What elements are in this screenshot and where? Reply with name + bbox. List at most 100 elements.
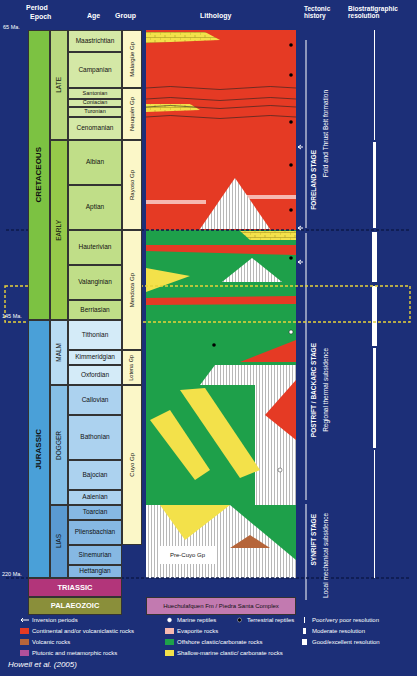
cell-text: Hettangian — [79, 568, 110, 575]
cell-text: Bajocian — [83, 472, 108, 479]
legend-text: Plutonic and metamorphic rocks — [32, 650, 117, 656]
tectonic-text: Local mechanical subsidence — [322, 513, 329, 598]
legend-text: Volcanic rocks — [32, 639, 70, 645]
group-cell: Huechulafquen Fm / Piedra Santa Complex — [146, 597, 296, 615]
cell-text: Aptian — [86, 204, 104, 211]
cell-text: Neuquén Gp — [129, 97, 135, 131]
cell-text: Tithonian — [82, 332, 109, 339]
legend-text: Evaporite rocks — [177, 628, 218, 634]
tectonic-text: FORELAND STAGE — [310, 150, 317, 210]
legend-swatch — [165, 617, 174, 623]
cell-text: Cenomanian — [77, 125, 114, 132]
legend-entry: Volcanic rocks — [20, 639, 70, 645]
tectonic-label: Regional thermal subsidence — [321, 300, 331, 480]
cell-text: Rayoso Gp — [129, 170, 135, 200]
column-header: Lithology — [200, 12, 232, 20]
age-cell: Aalenian — [68, 490, 122, 505]
legend-text: Inversion periods — [32, 617, 78, 623]
cell-text: Kimmeridgian — [75, 354, 115, 361]
tectonic-label: FORELAND STAGE — [309, 130, 319, 230]
cell-text: Malargüe Gp — [129, 42, 135, 77]
age-cell: Toarcian — [68, 505, 122, 520]
age-cell: Hettangian — [68, 565, 122, 578]
legend-swatch — [165, 628, 174, 634]
cell-text: Valanginian — [78, 279, 112, 286]
tectonic-text: Fold and Thrust Belt formation — [322, 90, 329, 177]
age-cell: Hauterivian — [68, 230, 122, 265]
legend-entry: Marine reptiles — [165, 617, 216, 623]
legend-text: Offshore clastic/carbonate rocks — [177, 639, 263, 645]
legend-swatch — [300, 617, 309, 623]
cell-text: LATE — [56, 77, 63, 93]
cell-text: Mendoza Gp — [129, 273, 135, 307]
legend-swatch — [300, 628, 309, 634]
tectonic-label: POSTRIFT / BACKARC STAGE — [309, 300, 319, 480]
age-cell: Cenomanian — [68, 117, 122, 140]
cell-text: Albian — [86, 159, 104, 166]
tectonic-label: Local mechanical subsidence — [321, 505, 331, 605]
cell-text: Huechulafquen Fm / Piedra Santa Complex — [163, 603, 279, 609]
cell-text: Campanian — [78, 67, 111, 74]
cell-text: Pre-Cuyo Gp — [170, 552, 205, 558]
group-cell: Neuquén Gp — [122, 88, 142, 140]
legend-text: Marine reptiles — [177, 617, 216, 623]
cell-text: LIAS — [56, 534, 63, 548]
tectonic-label: SYNRIFT STAGE — [309, 505, 319, 575]
legend-entry: Shallow-marine clastic/ carbonate rocks — [165, 650, 283, 656]
legend-entry: Offshore clastic/carbonate rocks — [165, 639, 263, 645]
legend-swatch — [165, 650, 174, 656]
tectonic-label: Fold and Thrust Belt formation — [321, 40, 331, 228]
legend-entry: Good/excellent resolution — [300, 639, 380, 645]
group-cell: Cuyo Gp — [122, 385, 142, 545]
cell-text: CRETACEOUS — [35, 147, 43, 202]
legend-text: Continental and/or volcaniclastic rocks — [32, 628, 134, 634]
period-cell: LATE — [50, 30, 68, 140]
tectonic-text: POSTRIFT / BACKARC STAGE — [310, 343, 317, 437]
age-cell: Valanginian — [68, 265, 122, 300]
column-header: Group — [115, 12, 136, 20]
age-cell: Santonian — [68, 88, 122, 99]
cell-text: Coniacian — [83, 100, 107, 106]
cell-text: Callovian — [82, 397, 109, 404]
legend-text: Shallow-marine clastic/ carbonate rocks — [177, 650, 283, 656]
legend-swatch — [20, 639, 29, 645]
cell-text: Sinemurian — [79, 552, 112, 559]
age-cell: Coniacian — [68, 99, 122, 107]
cell-text: Santonian — [83, 91, 108, 97]
period-cell: TRIASSIC — [28, 578, 122, 597]
legend-text: Terrestrial reptiles — [247, 617, 294, 623]
group-cell: Pre-Cuyo Gp — [158, 546, 217, 564]
cell-text: PALAEOZOIC — [51, 602, 100, 610]
group-cell: Malargüe Gp — [122, 30, 142, 88]
cell-text: EARLY — [56, 220, 63, 241]
column-header: Age — [87, 12, 100, 20]
legend-text: Moderate resolution — [312, 628, 365, 634]
legend-swatch — [165, 639, 174, 645]
caption: Howell et al. (2005) — [8, 661, 77, 670]
age-cell: Bathonian — [68, 415, 122, 460]
age-cell: Maastrichtian — [68, 30, 122, 52]
period-cell: JURASSIC — [28, 320, 50, 578]
period-cell: LIAS — [50, 505, 68, 578]
age-marker: 145 Ma. — [2, 313, 22, 319]
cell-text: Cuyo Gp — [129, 453, 135, 477]
legend-entry: Poor/very poor resolution — [300, 617, 379, 623]
tectonic-text: Regional thermal subsidence — [322, 348, 329, 432]
legend-text: Good/excellent resolution — [312, 639, 380, 645]
cell-text: Berriasian — [80, 307, 109, 314]
age-marker: 65 Ma. — [3, 24, 20, 30]
period-cell: EARLY — [50, 140, 68, 320]
cell-text: Toarcian — [83, 509, 108, 516]
age-marker: 220 Ma. — [2, 571, 22, 577]
age-cell: Aptian — [68, 185, 122, 230]
cell-text: Bathonian — [80, 434, 109, 441]
age-cell: Sinemurian — [68, 545, 122, 565]
age-cell: Bajocian — [68, 460, 122, 490]
age-cell: Turonian — [68, 107, 122, 117]
legend-swatch — [20, 617, 29, 623]
period-cell: PALAEOZOIC — [28, 597, 122, 615]
age-cell: Berriasian — [68, 300, 122, 320]
cell-text: Hauterivian — [79, 244, 112, 251]
cell-text: Turonian — [84, 109, 106, 115]
legend-entry: Evaporite rocks — [165, 628, 218, 634]
